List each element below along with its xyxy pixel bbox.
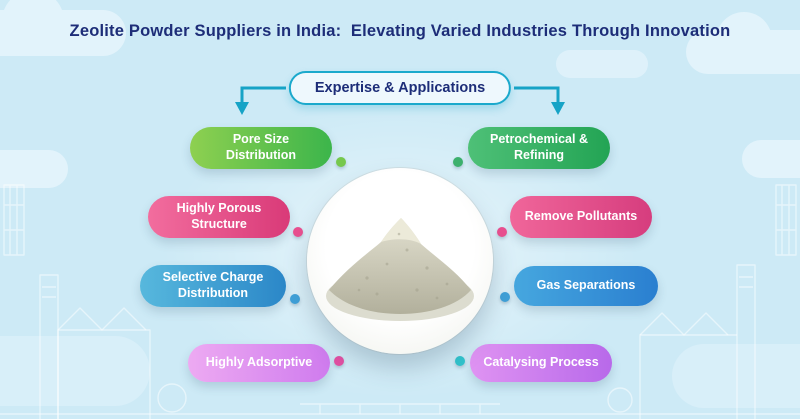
pill-label: Pore Size Distribution xyxy=(225,132,297,162)
feature-pill-highly-porous-structure: Highly Porous Structure xyxy=(148,196,290,238)
connector-dot xyxy=(453,157,463,167)
cloud-decoration xyxy=(742,140,800,178)
feature-pill-selective-charge-distribution: Selective Charge Distribution xyxy=(140,265,286,307)
connector-dot xyxy=(290,294,300,304)
cloud-lobe xyxy=(716,12,772,68)
connector-dot xyxy=(293,227,303,237)
application-pill-gas-separations: Gas Separations xyxy=(514,266,658,306)
connector-dot xyxy=(500,292,510,302)
cloud-lobe xyxy=(2,0,64,52)
expertise-badge-label: Expertise & Applications xyxy=(314,80,486,96)
left-elbow-arrow-icon xyxy=(228,84,286,116)
cloud-decoration xyxy=(672,344,800,408)
cloud-decoration xyxy=(556,50,648,78)
expertise-badge: Expertise & Applications xyxy=(288,71,512,105)
cloud-decoration xyxy=(686,12,800,74)
feature-pill-highly-adsorptive: Highly Adsorptive xyxy=(188,344,330,382)
pill-label: Remove Pollutants xyxy=(524,209,638,224)
pill-label: Selective Charge Distribution xyxy=(162,270,264,300)
pill-label: Gas Separations xyxy=(536,278,636,293)
application-pill-remove-pollutants: Remove Pollutants xyxy=(510,196,652,238)
pill-label: Petrochemical & Refining xyxy=(490,132,588,162)
left-arrow-svg xyxy=(235,86,286,115)
powder-pile-illustration xyxy=(326,218,474,321)
cloud-decoration xyxy=(0,150,68,188)
connector-dot xyxy=(497,227,507,237)
zeolite-powder-photo xyxy=(307,168,493,354)
page-title: Zeolite Powder Suppliers in India: Eleva… xyxy=(69,22,731,40)
pill-label: Highly Porous Structure xyxy=(176,201,262,231)
connector-dot xyxy=(334,356,344,366)
pill-label: Highly Adsorptive xyxy=(205,355,313,370)
cloud-decoration xyxy=(0,0,126,56)
feature-pill-pore-size-distribution: Pore Size Distribution xyxy=(190,127,332,169)
right-arrow-svg xyxy=(514,86,565,115)
application-pill-catalysing-process: Catalysing Process xyxy=(470,344,612,382)
pill-label: Catalysing Process xyxy=(483,355,599,370)
application-pill-petrochemical-refining: Petrochemical & Refining xyxy=(468,127,610,169)
right-elbow-arrow-icon xyxy=(514,84,572,116)
connector-dot xyxy=(336,157,346,167)
connector-dot xyxy=(455,356,465,366)
cloud-decoration xyxy=(0,336,150,406)
